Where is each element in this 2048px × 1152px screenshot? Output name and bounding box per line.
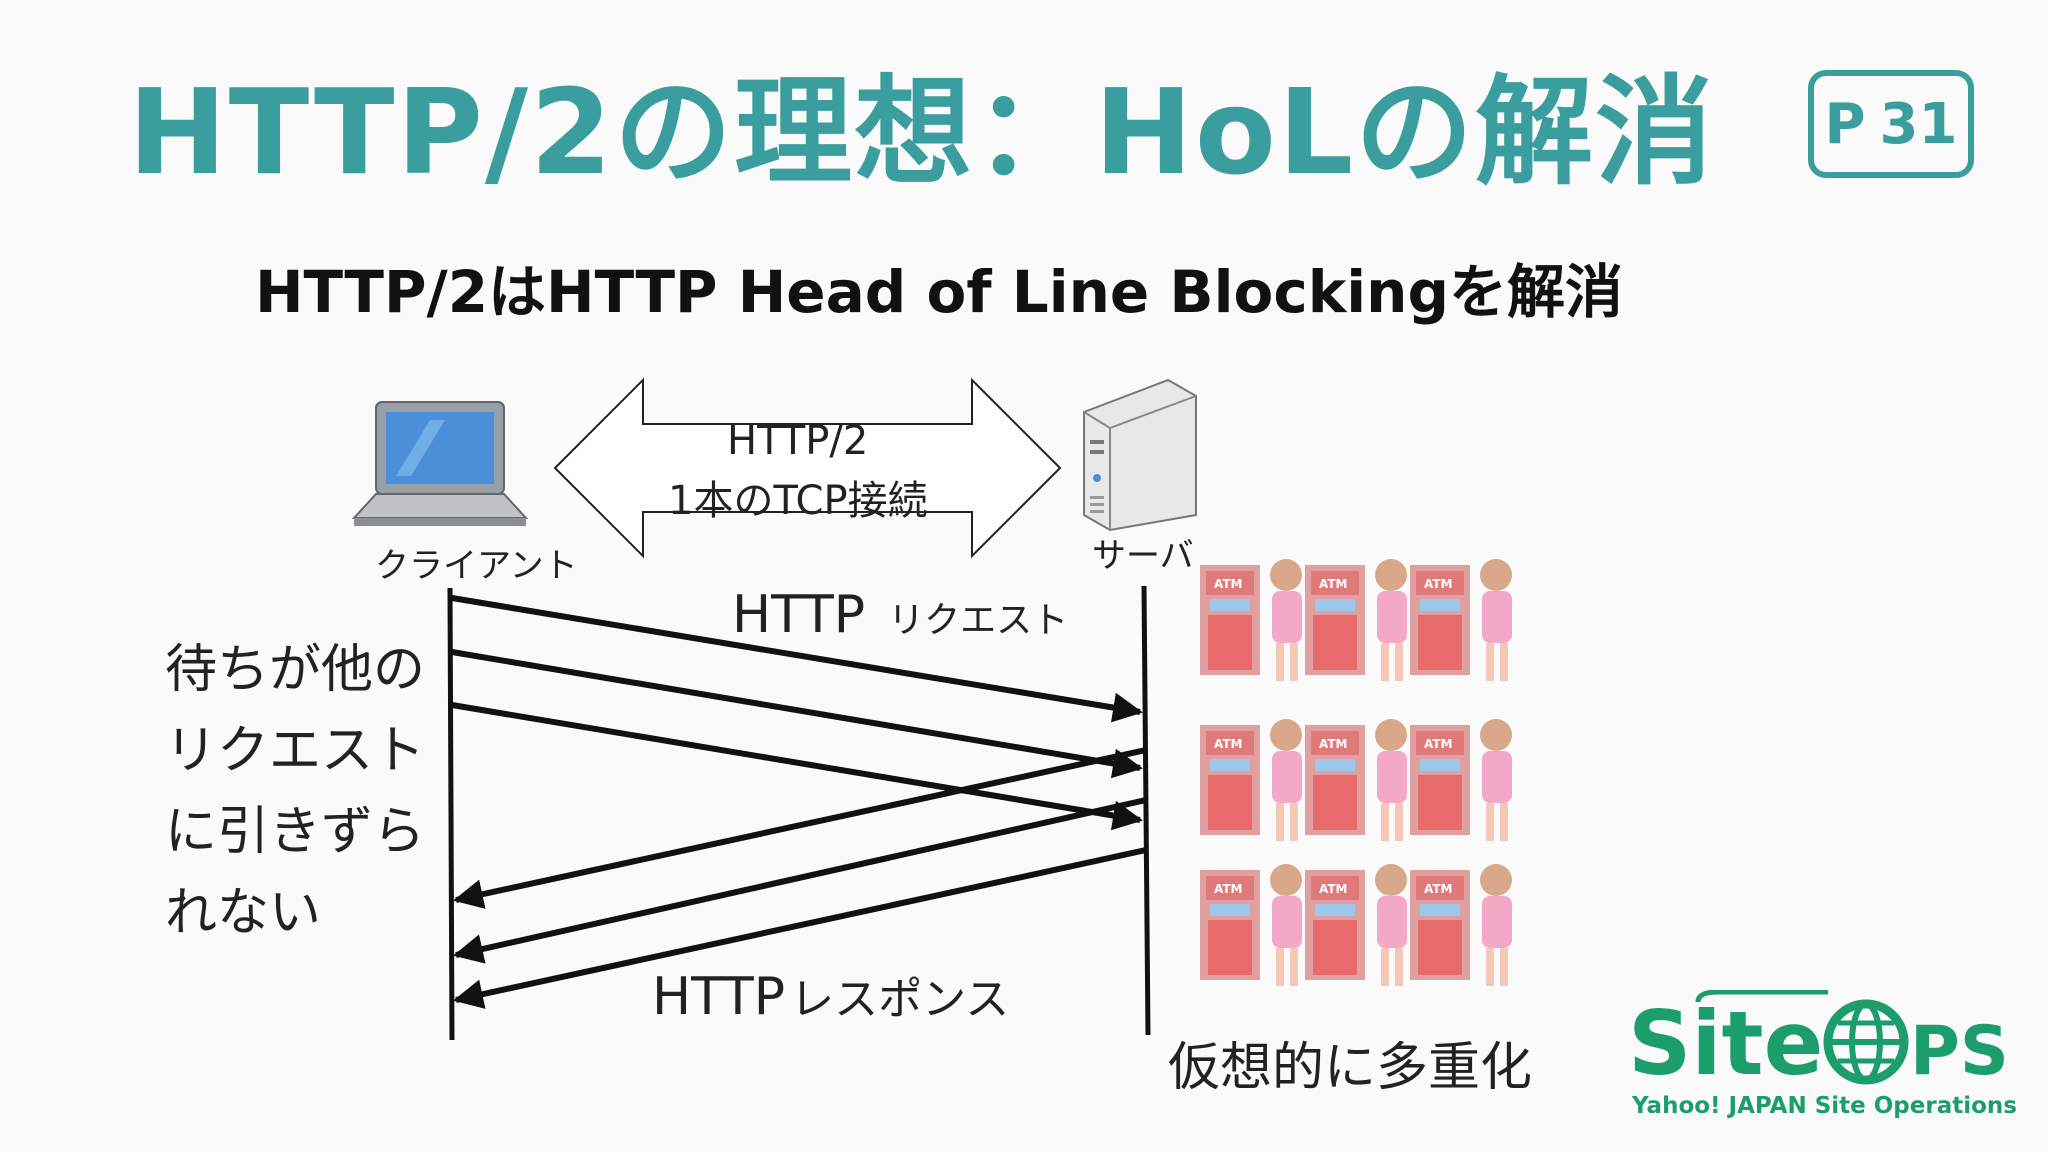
server-timeline: [1141, 585, 1151, 1036]
response-arrow: [453, 797, 1147, 964]
atm-icon: ATM: [1200, 864, 1302, 986]
response-arrow: [453, 847, 1147, 1009]
side-note-line: リクエスト: [165, 721, 426, 781]
server-label: サーバ: [1092, 536, 1194, 576]
response-label-sub: レスポンス: [790, 974, 1010, 1025]
atm-icon: ATM: [1305, 719, 1407, 841]
page-number: 31: [1879, 91, 1958, 157]
slide-subtitle: HTTP/2はHTTP Head of Line Blockingを解消: [255, 258, 1623, 326]
globe-icon: [1823, 999, 1909, 1085]
response-label-main: HTTP: [652, 967, 786, 1027]
request-arrow: [451, 702, 1143, 831]
svg-text:Site: Site: [1628, 992, 1823, 1090]
request-arrow: [451, 595, 1143, 723]
atm-icon: ATM: [1410, 559, 1512, 681]
connection-arrow: [553, 377, 1062, 559]
atm-text: ATM: [1214, 577, 1242, 591]
atm-text: ATM: [1319, 737, 1347, 751]
atm-text: ATM: [1424, 577, 1452, 591]
atm-text: ATM: [1319, 577, 1347, 591]
atm-icon: ATM: [1410, 719, 1512, 841]
client-label: クライアント: [375, 546, 578, 586]
page-title: HTTP/2の理想：HoLの解消: [128, 63, 1716, 201]
siteops-logo: Site PS: [1628, 990, 2008, 1090]
connection-label-protocol: HTTP/2: [727, 418, 869, 464]
client-timeline: [447, 587, 455, 1041]
atm-text: ATM: [1214, 882, 1242, 896]
request-arrow: [451, 649, 1143, 779]
side-note-line: 待ちが他の: [165, 640, 426, 700]
atm-icon: ATM: [1200, 559, 1302, 681]
atm-icon: ATM: [1305, 559, 1407, 681]
response-arrow: [453, 747, 1147, 909]
response-label: HTTP レスポンス: [652, 963, 1009, 1027]
atm-text: ATM: [1214, 737, 1242, 751]
atm-text: ATM: [1424, 737, 1452, 751]
atm-icon: ATM: [1200, 719, 1302, 841]
svg-text:PS: PS: [1910, 1012, 2008, 1090]
multiplex-label: 仮想的に多重化: [1168, 1038, 1533, 1098]
server-icon: [1083, 378, 1197, 532]
logo-subtext: Yahoo! JAPAN Site Operations: [1632, 1093, 2017, 1119]
atm-text: ATM: [1319, 882, 1347, 896]
request-label-sub: リクエスト: [888, 600, 1069, 641]
atm-grid: ATM ATM ATM ATM ATM: [1200, 559, 1512, 986]
atm-icon: ATM: [1410, 864, 1512, 986]
atm-text: ATM: [1424, 882, 1452, 896]
side-note-line: に引きずら: [165, 802, 426, 862]
side-note-line: れない: [165, 883, 322, 943]
connection-label-tcp: 1本のTCP接続: [668, 478, 928, 524]
atm-icon: ATM: [1305, 864, 1407, 986]
request-label: HTTP リクエスト: [732, 585, 1068, 645]
page-prefix: P: [1824, 91, 1866, 157]
side-note: 待ちが他の リクエスト に引きずら れない: [165, 630, 425, 954]
request-label-main: HTTP: [732, 585, 866, 645]
laptop-icon: [351, 401, 529, 526]
page-number-badge: P 31: [1808, 70, 1974, 178]
